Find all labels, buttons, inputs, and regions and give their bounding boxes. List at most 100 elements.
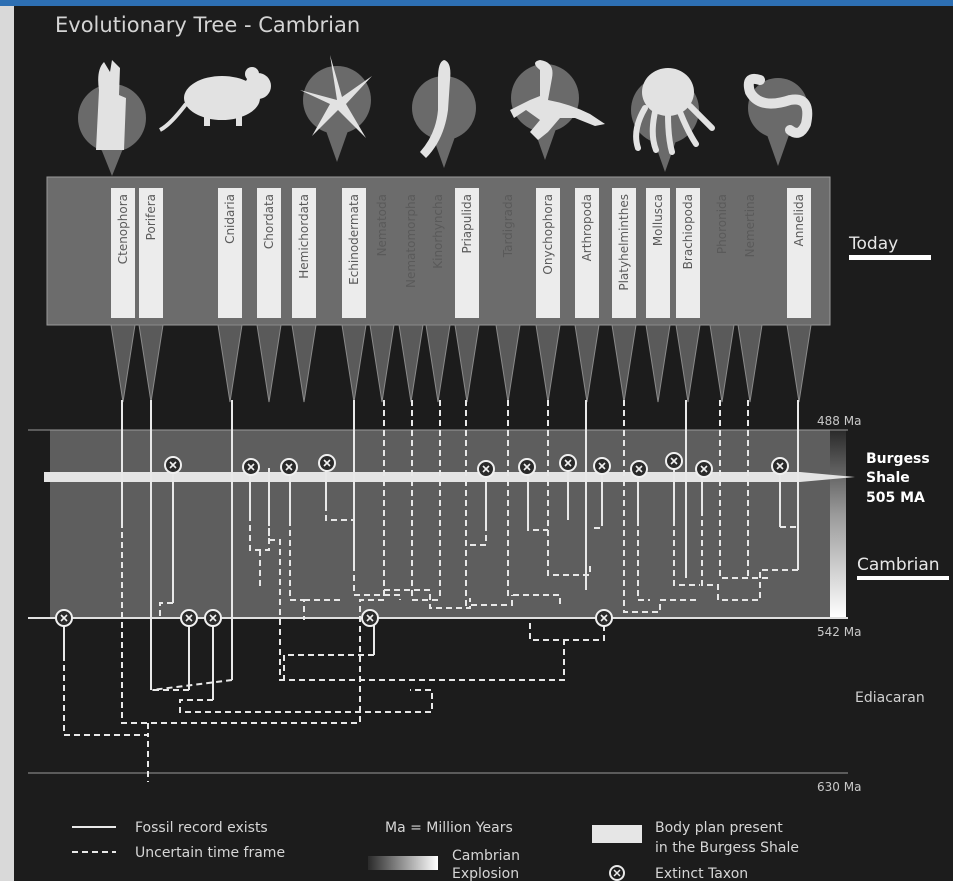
phylum-ctenophora: Ctenophora xyxy=(110,188,136,403)
phylum-priapulida: Priapulida xyxy=(454,188,480,403)
tree-dashed-lines xyxy=(63,400,798,782)
extinct-taxon-icon xyxy=(593,457,611,475)
phylum-label: Porifera xyxy=(144,194,158,240)
legend-extinct: Extinct Taxon xyxy=(655,866,748,881)
time-label-542: 542 Ma xyxy=(817,625,861,639)
legend-fossil: Fossil record exists xyxy=(135,820,268,836)
period-ediacaran: Ediacaran xyxy=(855,690,925,706)
burgess-shale-bar xyxy=(44,472,855,482)
priapulid-icon xyxy=(412,60,476,168)
cambrian-explosion-gradient xyxy=(830,430,846,618)
extinct-taxon-icon xyxy=(280,458,298,476)
phylum-nemertina: Nemertina xyxy=(737,194,763,403)
octopus-icon xyxy=(631,68,715,172)
phylum-label: Chordata xyxy=(262,194,276,249)
body-plan-box xyxy=(787,188,811,318)
phylum-label: Nemertina xyxy=(743,194,757,257)
phyla-columns: Ctenophora Porifera Cnidaria Chordata Hemich… xyxy=(110,188,812,403)
phylum-onychophora: Onychophora xyxy=(535,188,561,403)
period-today-underline xyxy=(849,255,931,260)
phylum-brachiopoda: Brachiopoda xyxy=(675,188,701,403)
phylum-tardigrada: Tardigrada xyxy=(495,194,521,403)
window-left-edge xyxy=(0,6,14,881)
phylum-kinorhyncha: Kinorhyncha xyxy=(425,194,451,403)
phylum-annelida: Annelida xyxy=(786,188,812,403)
phylum-echinodermata: Echinodermata xyxy=(341,188,367,403)
extinct-taxon-icon xyxy=(665,452,683,470)
extinct-taxon-icon xyxy=(318,454,336,472)
extinct-taxon-icon xyxy=(477,460,495,478)
burgess-label-1: Burgess xyxy=(866,451,930,467)
extinct-taxon-icon xyxy=(771,457,789,475)
extinct-taxon-icon xyxy=(559,454,577,472)
phylum-label: Kinorhyncha xyxy=(431,194,445,269)
extinct-taxon-icon xyxy=(361,609,379,627)
burgess-label-2: Shale xyxy=(866,470,910,486)
time-label-488: 488 Ma xyxy=(817,414,861,428)
phylum-label: Phoronida xyxy=(715,194,729,254)
phylum-chordata: Chordata xyxy=(256,188,282,403)
phylum-label: Platyhelminthes xyxy=(617,194,631,291)
phylum-cnidaria: Cnidaria xyxy=(217,188,243,403)
phylum-label: Brachiopoda xyxy=(681,194,695,269)
phylum-label: Mollusca xyxy=(651,194,665,246)
phylum-hemichordata: Hemichordata xyxy=(291,188,317,403)
body-plan-box xyxy=(257,188,281,318)
phylum-platyhelminthes: Platyhelminthes xyxy=(611,188,637,403)
time-label-630: 630 Ma xyxy=(817,780,861,794)
body-plan-box xyxy=(646,188,670,318)
extinct-taxon-icon xyxy=(242,458,260,476)
extinct-taxon-icon xyxy=(695,460,713,478)
legend-explosion-1: Cambrian xyxy=(452,848,520,864)
body-plan-box xyxy=(292,188,316,318)
tree-lines xyxy=(63,400,799,700)
window-top-bar xyxy=(0,0,953,6)
mouse-icon xyxy=(159,67,271,132)
phylum-label: Hemichordata xyxy=(297,194,311,279)
extinct-taxon-icon xyxy=(595,609,613,627)
scorpion-icon xyxy=(510,60,605,160)
phylum-label: Tardigrada xyxy=(501,194,515,258)
phylum-nematomorpha: Nematomorpha xyxy=(398,194,424,403)
body-plan-box xyxy=(536,188,560,318)
legend-body-1: Body plan present xyxy=(655,820,783,836)
extinct-taxon-icon xyxy=(180,609,198,627)
phylum-label: Echinodermata xyxy=(347,194,361,285)
legend-explosion-2: Explosion xyxy=(452,866,519,881)
phylum-nematoda: Nematoda xyxy=(369,194,395,403)
legend-body-plan-swatch xyxy=(592,825,642,843)
phylum-label: Nematoda xyxy=(375,194,389,256)
legend-uncertain: Uncertain time frame xyxy=(135,845,285,861)
legend-ma-def: Ma = Million Years xyxy=(385,820,513,836)
starfish-icon xyxy=(300,55,372,162)
phylum-label: Arthropoda xyxy=(580,194,594,261)
period-cambrian: Cambrian xyxy=(857,555,940,575)
burgess-label-3: 505 MA xyxy=(866,490,925,506)
body-plan-box xyxy=(612,188,636,318)
phylum-label: Cnidaria xyxy=(223,194,237,244)
phylum-label: Nematomorpha xyxy=(404,194,418,288)
extinct-taxon-icon xyxy=(164,456,182,474)
extinct-taxon-icon xyxy=(55,609,73,627)
body-plan-box xyxy=(455,188,479,318)
phylum-label: Priapulida xyxy=(460,194,474,254)
worm-icon xyxy=(743,73,813,166)
legend-extinct-icon xyxy=(609,865,625,881)
extinct-taxon-icon xyxy=(630,460,648,478)
body-plan-box xyxy=(575,188,599,318)
extinct-markers xyxy=(55,452,789,627)
legend-body-2: in the Burgess Shale xyxy=(655,840,799,856)
body-plan-box xyxy=(342,188,366,318)
body-plan-box xyxy=(218,188,242,318)
phylum-label: Annelida xyxy=(792,194,806,246)
extinct-taxon-icon xyxy=(518,458,536,476)
sponge-icon xyxy=(78,60,146,176)
legend: Fossil record exists Uncertain time fram… xyxy=(72,820,799,881)
legend-explosion-swatch xyxy=(368,856,438,870)
period-cambrian-underline xyxy=(857,576,949,580)
diagram-title: Evolutionary Tree - Cambrian xyxy=(55,13,360,37)
phylum-label: Onychophora xyxy=(541,194,555,275)
extinct-taxon-icon xyxy=(204,609,222,627)
